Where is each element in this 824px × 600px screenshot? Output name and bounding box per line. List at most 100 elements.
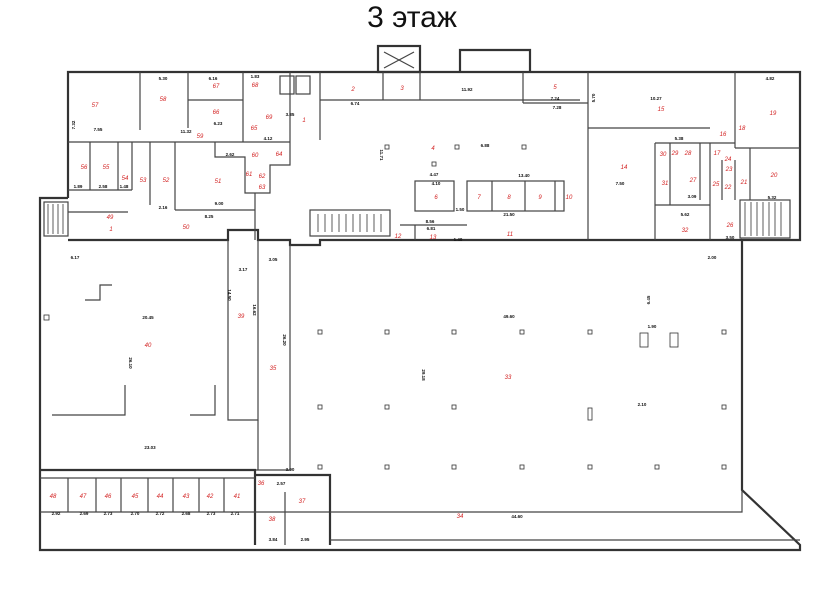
room-number[interactable]: 43 <box>183 494 190 500</box>
dimension-label: 2.57 <box>277 481 286 486</box>
room-number[interactable]: 7 <box>477 195 481 201</box>
room-number[interactable]: 10 <box>566 195 573 201</box>
dimension-label: 7.32 <box>71 120 76 129</box>
room-number[interactable]: 9 <box>538 195 542 201</box>
dimension-label: 29.18 <box>421 369 426 381</box>
room-number[interactable]: 20 <box>770 173 778 179</box>
dimension-label: 26.20 <box>282 334 287 346</box>
room-number[interactable]: 69 <box>266 115 273 121</box>
dimension-label: 3.84 <box>269 537 278 542</box>
room-number[interactable]: 37 <box>299 499 306 505</box>
room-number[interactable]: 34 <box>457 514 464 520</box>
room-number[interactable]: 17 <box>714 151 721 157</box>
dimension-label: 16.62 <box>252 304 257 316</box>
room-number[interactable]: 45 <box>132 494 139 500</box>
dimension-label: 10.27 <box>650 96 662 101</box>
room-number[interactable]: 24 <box>724 157 732 163</box>
room-number[interactable]: 41 <box>234 494 241 500</box>
room-number[interactable]: 22 <box>724 185 732 191</box>
dimension-label: 4.47 <box>430 172 439 177</box>
room-number[interactable]: 3 <box>400 86 404 92</box>
room-number[interactable]: 55 <box>103 165 110 171</box>
room-number[interactable]: 48 <box>50 494 57 500</box>
room-number[interactable]: 15 <box>658 107 665 113</box>
dimension-label: 26.10 <box>128 357 133 369</box>
room-number[interactable]: 44 <box>157 494 164 500</box>
room-number[interactable]: 2 <box>350 87 355 93</box>
room-number[interactable]: 8 <box>507 195 511 201</box>
room-number[interactable]: 63 <box>259 185 266 191</box>
room-number[interactable]: 62 <box>259 174 266 180</box>
room-number[interactable]: 35 <box>270 366 277 372</box>
room-number[interactable]: 14 <box>621 165 628 171</box>
dimension-label: 4.10 <box>432 181 441 186</box>
room-number[interactable]: 18 <box>739 126 746 132</box>
room-number[interactable]: 16 <box>720 132 727 138</box>
room-number[interactable]: 13 <box>430 235 437 241</box>
dimensions: 5.30 6.16 1.83 7.32 7.55 11.32 6.23 4.12… <box>52 74 777 542</box>
room-number[interactable]: 53 <box>140 178 147 184</box>
room-number[interactable]: 61 <box>246 172 253 178</box>
room-number[interactable]: 42 <box>207 494 214 500</box>
room-number[interactable]: 33 <box>505 375 512 381</box>
room-number[interactable]: 67 <box>213 84 220 90</box>
room-number[interactable]: 32 <box>682 228 689 234</box>
room-number[interactable]: 26 <box>726 223 734 229</box>
dimension-label: 49.60 <box>503 314 515 319</box>
room-number[interactable]: 60 <box>252 153 259 159</box>
room-number[interactable]: 29 <box>671 151 679 157</box>
room-number[interactable]: 66 <box>213 110 220 116</box>
room-number[interactable]: 11 <box>507 232 513 238</box>
room-number[interactable]: 27 <box>689 178 697 184</box>
room-number[interactable]: 40 <box>145 343 152 349</box>
dimension-label: 4.82 <box>766 76 775 81</box>
room-number[interactable]: 4 <box>431 146 435 152</box>
room-number[interactable]: 1 <box>302 118 305 124</box>
room-number[interactable]: 6 <box>434 195 438 201</box>
room-number[interactable]: 47 <box>80 494 87 500</box>
room-number[interactable]: 23 <box>725 167 733 173</box>
room-number[interactable]: 38 <box>269 517 276 523</box>
room-number[interactable]: 54 <box>122 176 129 182</box>
dimension-label: 5.30 <box>159 76 168 81</box>
room-number[interactable]: 58 <box>160 97 167 103</box>
dimension-label: 3.17 <box>239 267 248 272</box>
room-number[interactable]: 21 <box>740 180 748 186</box>
dimension-label: 13.40 <box>518 173 530 178</box>
dimension-label: 2.69 <box>80 511 89 516</box>
dimension-label: 8.56 <box>426 219 435 224</box>
room-number[interactable]: 51 <box>215 179 222 185</box>
room-number[interactable]: 5 <box>553 85 557 91</box>
room-number[interactable]: 57 <box>92 103 99 109</box>
outer-walls <box>38 44 802 552</box>
room-number[interactable]: 46 <box>105 494 112 500</box>
room-number[interactable]: 49 <box>107 215 114 221</box>
dimension-label: 1.40 <box>454 237 463 242</box>
room-number[interactable]: 31 <box>662 181 669 187</box>
room-number[interactable]: 50 <box>183 225 190 231</box>
room-number[interactable]: 56 <box>81 165 88 171</box>
room-number[interactable]: 19 <box>770 111 777 117</box>
room-number[interactable]: 1 <box>109 227 112 233</box>
dimension-label: 6.81 <box>427 226 436 231</box>
room-number[interactable]: 52 <box>163 178 170 184</box>
room-number[interactable]: 65 <box>251 126 258 132</box>
dimension-label: 11.92 <box>461 87 473 92</box>
room-number[interactable]: 64 <box>276 152 283 158</box>
dimension-label: 6.17 <box>71 255 80 260</box>
dimension-label: 7.50 <box>616 181 625 186</box>
room-number[interactable]: 30 <box>660 152 667 158</box>
room-number[interactable]: 28 <box>684 151 692 157</box>
room-number[interactable]: 25 <box>712 182 720 188</box>
room-number[interactable]: 36 <box>258 481 265 487</box>
room-numbers: 57 58 67 68 66 69 65 1 59 56 55 54 53 52… <box>50 83 778 523</box>
dimension-label: 3.09 <box>688 194 697 199</box>
room-number[interactable]: 12 <box>395 234 402 240</box>
room-number[interactable]: 59 <box>197 134 204 140</box>
dimension-label: 23.03 <box>144 445 156 450</box>
room-number[interactable]: 39 <box>238 314 245 320</box>
dimension-label: 6.45 <box>646 295 651 304</box>
room-number[interactable]: 68 <box>252 83 259 89</box>
dimension-label: 2.72 <box>156 511 165 516</box>
